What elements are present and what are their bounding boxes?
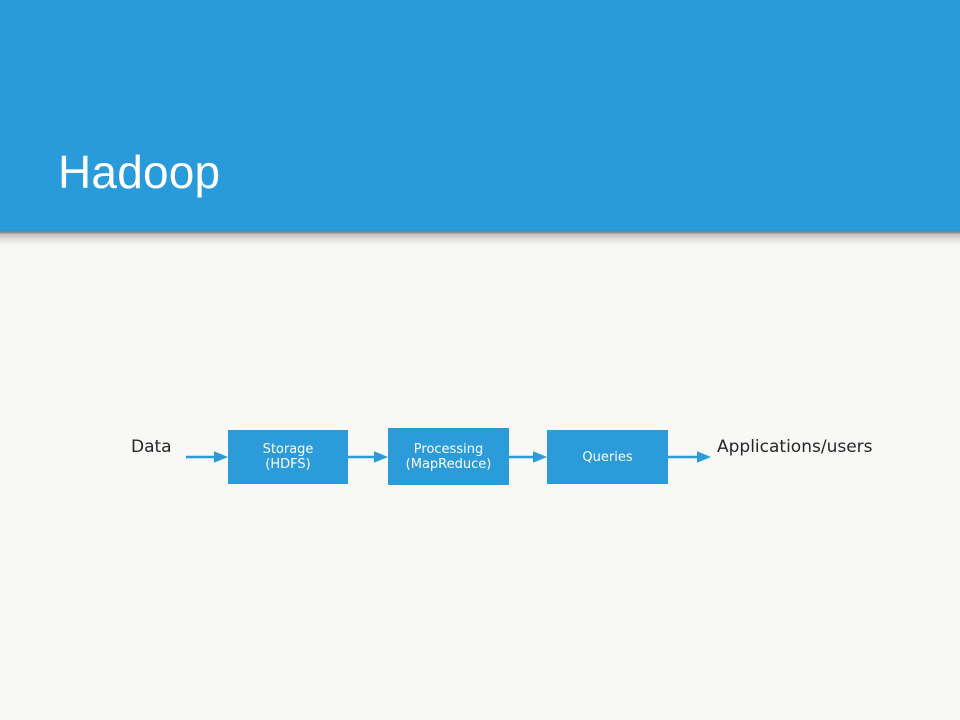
flow-box-processing[interactable]: Processing (MapReduce) xyxy=(388,428,509,485)
arrow-right-icon xyxy=(348,450,388,464)
arrow-right-icon xyxy=(186,450,228,464)
diagram-input-label: Data xyxy=(131,437,172,457)
flow-box-storage[interactable]: Storage (HDFS) xyxy=(228,430,348,484)
arrow-right-icon xyxy=(509,450,547,464)
flow-box-queries-line1: Queries xyxy=(582,449,633,465)
flow-box-processing-line1: Processing xyxy=(413,441,484,457)
flow-box-queries[interactable]: Queries xyxy=(547,430,668,484)
diagram-output-label: Applications/users xyxy=(717,437,873,457)
header-bottom-edge xyxy=(0,230,960,235)
flow-box-storage-line2: (HDFS) xyxy=(265,457,311,472)
page-title: Hadoop xyxy=(58,146,221,198)
flow-box-storage-line1: Storage xyxy=(262,442,314,457)
slide-header-band xyxy=(0,0,960,234)
header-drop-shadow xyxy=(0,235,960,249)
arrow-right-icon xyxy=(668,450,711,464)
flow-box-processing-line2: (MapReduce) xyxy=(405,456,492,472)
